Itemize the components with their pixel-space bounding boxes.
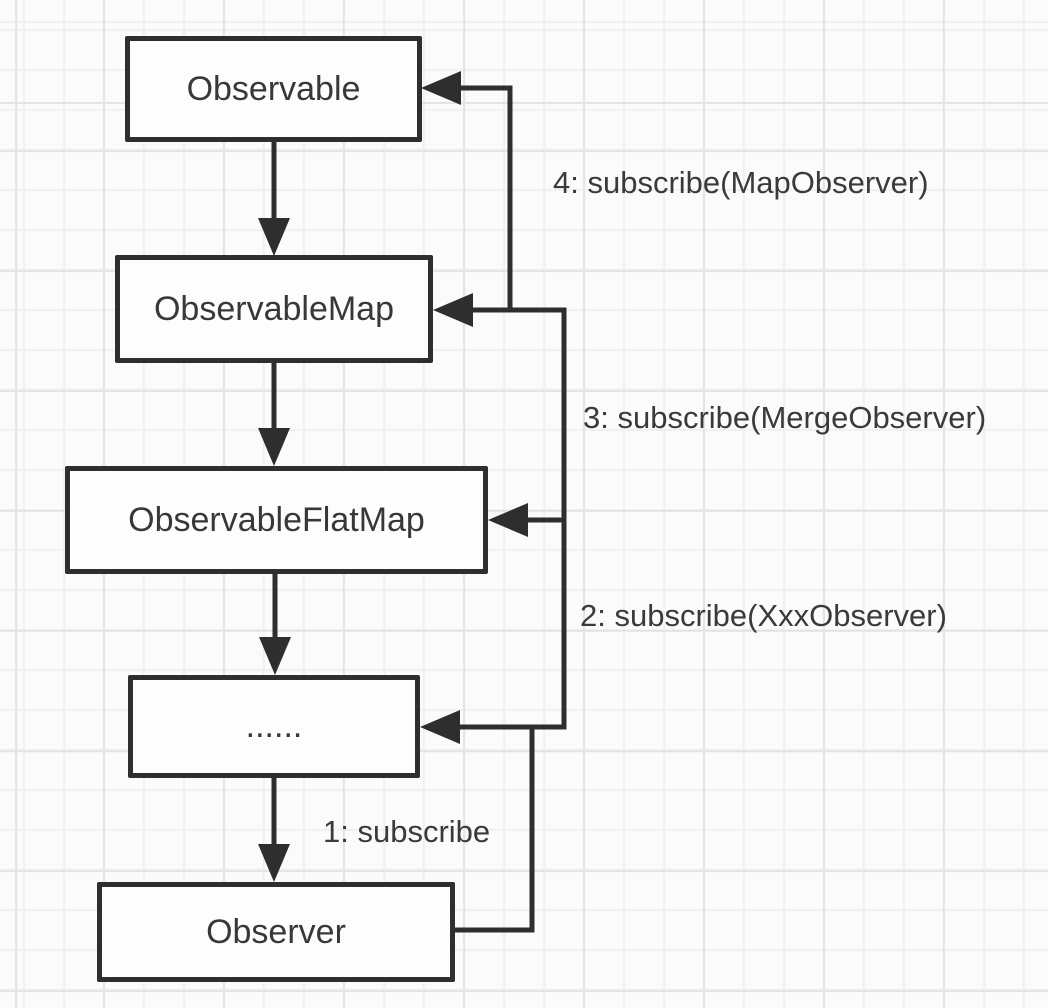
arrowhead-step3-into-observable-map [433,293,473,327]
arrowhead-step1-into-ellipsis [420,710,460,744]
edge-label-step-4: 4: subscribe(MapObserver) [553,165,929,200]
node-observer-label: Observer [206,912,346,951]
node-observer: Observer [97,882,455,982]
arrowheads [258,71,528,882]
node-observable-map-label: ObservableMap [153,289,394,328]
node-observable-flat-map-label: ObservableFlatMap [128,500,425,539]
node-observable-label: Observable [186,69,361,108]
node-ellipsis-label: ...... [245,707,303,745]
edge-subscribe-shafts [452,85,567,933]
arrowhead-step4-into-observable [421,71,461,105]
arrowhead-into-flat-map-top [258,428,290,466]
connector-lines [271,85,567,933]
node-ellipsis: ...... [128,675,420,778]
arrowhead-into-ellipsis-top [259,637,291,675]
arrowhead-into-observer-top [258,844,290,882]
node-observable-map: ObservableMap [115,255,433,363]
arrowhead-step2-into-flat-map [488,503,528,537]
arrowhead-into-observable-map-top [258,218,290,256]
node-observable-flat-map: ObservableFlatMap [65,466,488,574]
node-observable: Observable [125,36,422,142]
edge-label-step-1: 1: subscribe [323,814,491,849]
edge-label-step-2: 2: subscribe(XxxObserver) [580,598,947,633]
edge-label-step-3: 3: subscribe(MergeObserver) [583,400,987,435]
